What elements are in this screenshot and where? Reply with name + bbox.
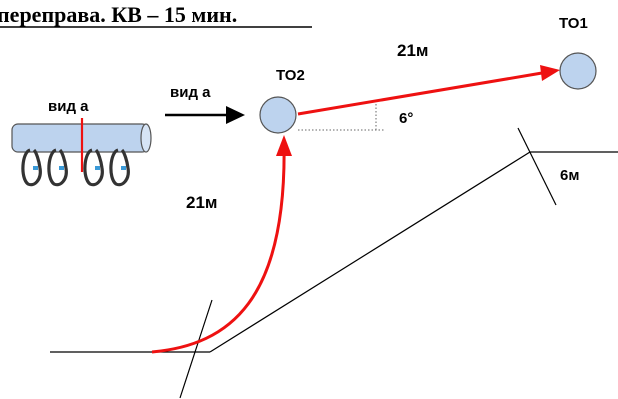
carabiner-4 <box>109 148 130 187</box>
distance-label-to2: 21м <box>186 193 218 212</box>
width-label: 6м <box>560 167 579 184</box>
carabiner-3-gate <box>95 166 100 170</box>
bank-line-diagonal <box>209 151 531 353</box>
start-cross-line <box>179 299 213 399</box>
rope-arrowhead-to2 <box>276 135 292 156</box>
angle-label: 6° <box>399 110 413 127</box>
carabiner-3 <box>83 148 104 187</box>
rope-arrowhead-to1 <box>540 65 560 81</box>
pipe-body <box>11 123 149 153</box>
label-to2: ТО2 <box>276 67 305 84</box>
view-arrow-head <box>226 106 245 124</box>
carabiner-1 <box>21 148 42 187</box>
width-marker-line <box>517 127 557 206</box>
view-arrow-label: вид а <box>170 84 211 101</box>
diagram-title: переправа. КВ – 15 мин. <box>0 2 237 27</box>
label-to1: ТО1 <box>559 15 588 32</box>
pipe-end <box>140 123 152 153</box>
carabiner-4-gate <box>121 166 126 170</box>
carabiner-1-gate <box>33 166 38 170</box>
rope-curve-to-to2 <box>151 141 286 354</box>
stage-point-to1 <box>559 52 597 90</box>
pipe-with-carabiners-illustration <box>11 118 152 187</box>
inset-view-label: вид а <box>48 98 89 115</box>
stage-point-to2 <box>259 96 297 134</box>
distance-label-to1: 21м <box>397 41 429 60</box>
carabiner-2 <box>47 148 68 187</box>
rope-line-to-to1 <box>297 71 543 116</box>
carabiner-2-gate <box>59 166 64 170</box>
